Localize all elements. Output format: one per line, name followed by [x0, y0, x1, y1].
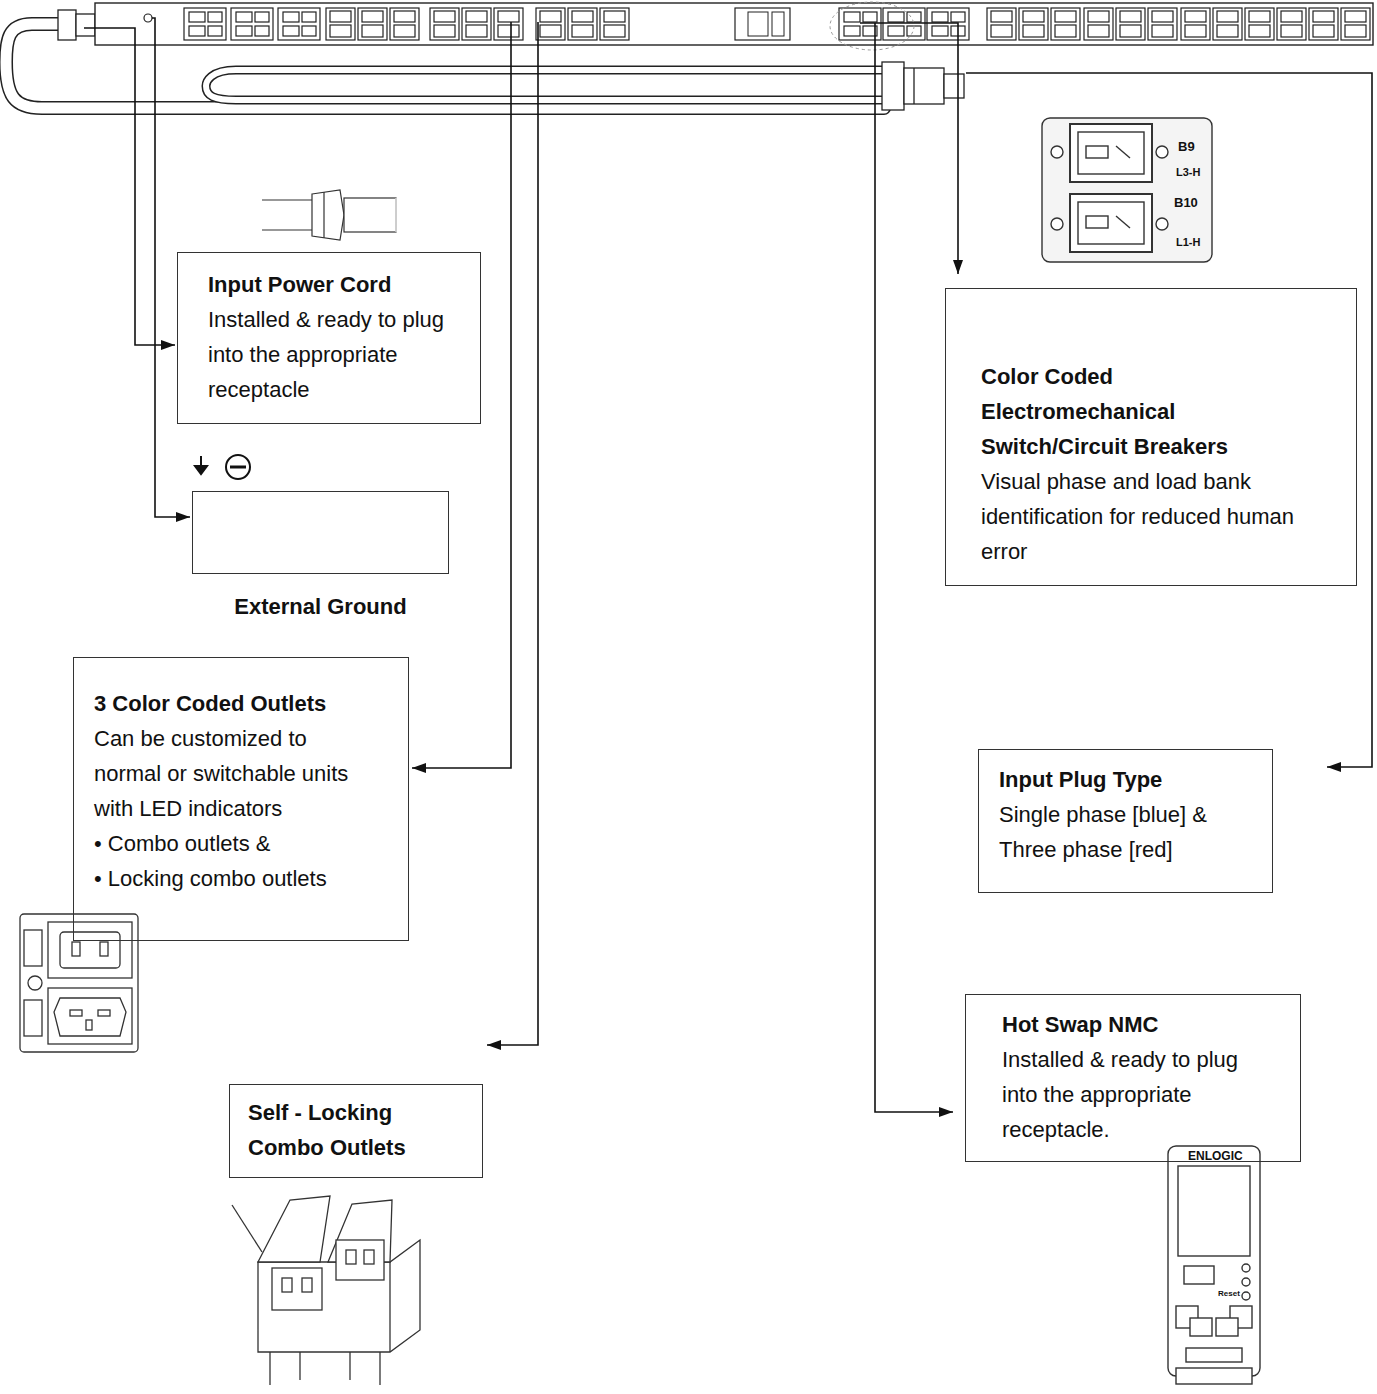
- callout-heading: External Ground: [173, 589, 468, 624]
- callout-box: Hot Swap NMCInstalled & ready to plug in…: [965, 994, 1301, 1162]
- leader-lines: [84, 18, 1372, 1112]
- callout-heading: 3 Color Coded Outlets: [94, 686, 398, 721]
- input-plug: [882, 62, 964, 110]
- callout-text: Single phase [blue] & Three phase [red]: [999, 797, 1249, 867]
- button-label: Reset: [1218, 1290, 1240, 1299]
- brand-label: ENLOGIC: [1188, 1150, 1243, 1163]
- callout-text: Can be customized to normal or switchabl…: [94, 721, 366, 826]
- self-locking-outlet-icon: [232, 1196, 420, 1385]
- callout-text: Visual phase and load bank identificatio…: [981, 464, 1311, 569]
- callout-box: Color Coded Electromechanical Switch/Cir…: [945, 288, 1357, 586]
- breaker-inset: [1042, 118, 1212, 262]
- callout-box: Input Power CordInstalled & ready to plu…: [177, 252, 481, 424]
- callout-text: • Locking combo outlets: [94, 861, 398, 896]
- pdu-strip: [95, 2, 1373, 50]
- callout-text: • Combo outlets &: [94, 826, 398, 861]
- phase-label: L3-H: [1176, 166, 1200, 178]
- callout-box: Input Plug TypeSingle phase [blue] & Thr…: [978, 749, 1273, 893]
- callout-text: Installed & ready to plug into the appro…: [208, 302, 470, 407]
- callout-heading: Hot Swap NMC: [1002, 1007, 1290, 1042]
- ground-symbol: [195, 455, 250, 479]
- cord-gland: [58, 10, 95, 40]
- nmc-module-icon: [1168, 1146, 1260, 1384]
- power-cord-icon: [262, 190, 396, 240]
- callout-box: External Ground: [192, 491, 449, 574]
- callout-heading: Color Coded Electromechanical Switch/Cir…: [981, 359, 1281, 464]
- callout-box: 3 Color Coded OutletsCan be customized t…: [73, 657, 409, 941]
- callout-text: Installed & ready to plug into the appro…: [1002, 1042, 1264, 1147]
- callout-heading: Input Plug Type: [999, 762, 1262, 797]
- combo-outlet-icon: [20, 914, 138, 1052]
- callout-heading: Self - Locking Combo Outlets: [248, 1095, 418, 1165]
- phase-label: L1-H: [1176, 236, 1200, 248]
- breaker-label: B9: [1178, 140, 1195, 154]
- breaker-label: B10: [1174, 196, 1198, 210]
- callout-box: Self - Locking Combo Outlets: [229, 1084, 483, 1178]
- callout-heading: Input Power Cord: [208, 267, 470, 302]
